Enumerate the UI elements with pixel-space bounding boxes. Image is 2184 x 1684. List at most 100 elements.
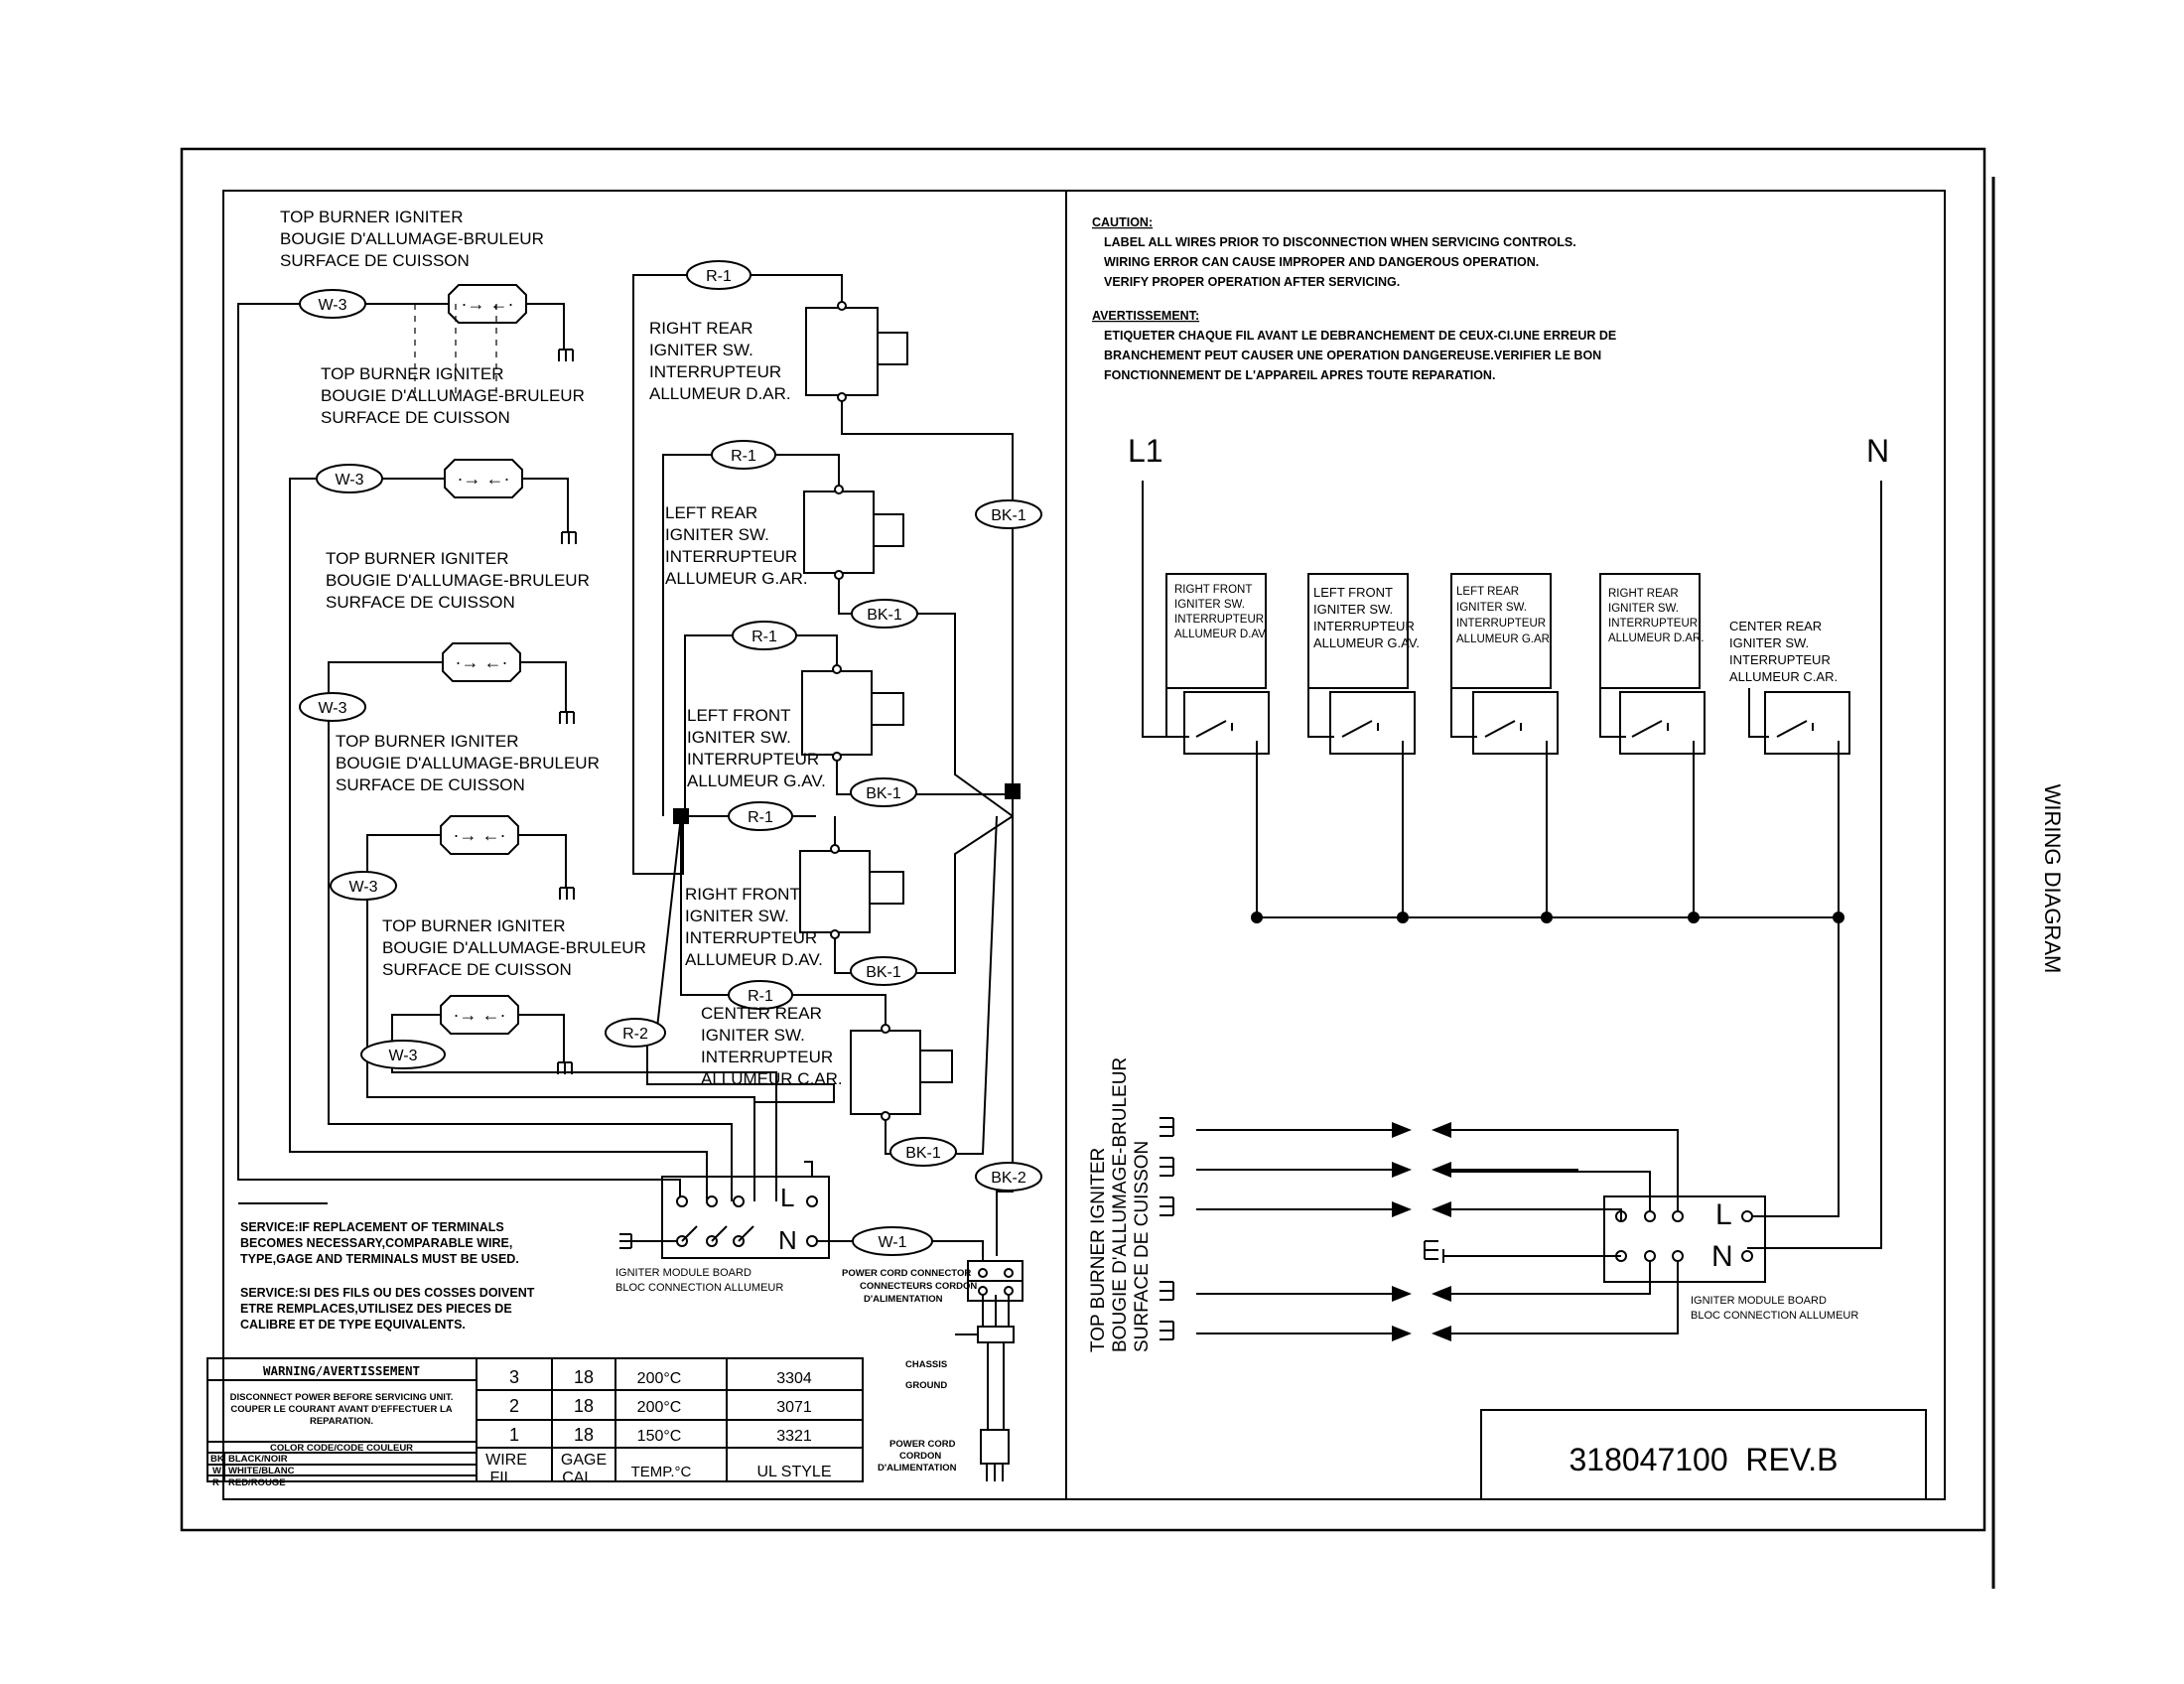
tag-label: W-3 <box>388 1048 417 1064</box>
switch-label: IGNITER SW. <box>685 907 789 925</box>
igniter-label-line: BOUGIE D'ALLUMAGE-BRULEUR <box>382 938 646 957</box>
switch-label: INTERRUPTEUR <box>1174 614 1264 626</box>
power-cord-connector-label: POWER CORD CONNECTOR <box>842 1268 971 1279</box>
switch-label: ALLUMEUR D.AR. <box>1608 632 1705 644</box>
switch-label: IGNITER SW. <box>1729 635 1809 650</box>
switch-label: INTERRUPTEUR <box>1313 619 1415 633</box>
switch-label: RIGHT FRONT <box>1174 584 1252 596</box>
tag-w3-5 <box>360 1040 446 1069</box>
color-code-name: WHITE/BLANC <box>228 1466 295 1476</box>
color-code-name: RED/ROUGE <box>228 1477 286 1488</box>
switch-label: INTERRUPTEUR <box>685 928 817 947</box>
igniter-label-line: SURFACE DE CUISSON <box>382 960 572 979</box>
tag-w3-2 <box>316 464 383 493</box>
tag-r2 <box>605 1018 666 1048</box>
top-burner-igniter-2 <box>444 459 577 544</box>
igniter-label-line: TOP BURNER IGNITER <box>280 208 464 226</box>
switch-label: RIGHT REAR <box>1608 588 1679 600</box>
wire-table-cell: 1 <box>509 1425 519 1445</box>
junction-left <box>673 808 689 824</box>
switch-label: ALLUMEUR G.AV. <box>687 772 826 790</box>
tag-w3-4 <box>330 871 397 901</box>
switch-label: ALLUMEUR C.AR. <box>1729 669 1838 684</box>
caution-line: WIRING ERROR CAN CAUSE IMPROPER AND DANG… <box>1104 255 1539 269</box>
igniter-label-vertical: TOP BURNER IGNITER <box>1088 1148 1109 1352</box>
switch-left-front <box>801 664 904 762</box>
warning-line: COUPER LE COURANT AVANT D'EFFECTUER LA <box>230 1404 452 1415</box>
wire-table-cell: 200°C <box>637 1399 682 1416</box>
switch-label: IGNITER SW. <box>665 525 769 544</box>
module-terminal-l-right: L <box>1715 1198 1732 1231</box>
wire-w3-5 <box>391 1014 777 1201</box>
color-code-name: BLACK/NOIR <box>228 1454 288 1465</box>
warning-title: WARNING/AVERTISSEMENT <box>263 1363 420 1378</box>
tag-bk1-3 <box>850 777 917 807</box>
igniter-label-line: BOUGIE D'ALLUMAGE-BRULEUR <box>321 386 585 405</box>
tag-bk2 <box>975 1162 1042 1192</box>
power-cord-label: CORDON <box>899 1451 941 1462</box>
switch-right-rear <box>805 301 908 402</box>
igniter-label-line: SURFACE DE CUISSON <box>280 251 470 270</box>
igniter-label-line: BOUGIE D'ALLUMAGE-BRULEUR <box>326 571 590 590</box>
supply-l1-label: L1 <box>1128 433 1163 469</box>
wire-table-cell: 18 <box>574 1425 594 1445</box>
wire-n <box>1747 481 1882 1249</box>
module-board-label-right: IGNITER MODULE BOARD <box>1691 1295 1827 1307</box>
svg-text:·→ ←·: ·→ ←· <box>454 825 506 845</box>
switch-label: INTERRUPTEUR <box>1456 618 1546 630</box>
color-code-abbr: BK <box>210 1454 224 1465</box>
supply-n-label: N <box>1866 433 1889 469</box>
tag-label: BK-1 <box>866 964 901 981</box>
switch-label: INTERRUPTEUR <box>1608 618 1698 630</box>
avertissement-title: AVERTISSEMENT: <box>1092 309 1199 323</box>
switch-label: LEFT FRONT <box>1313 585 1393 600</box>
tag-label: BK-1 <box>866 785 901 802</box>
switch-label: LEFT FRONT <box>687 706 791 725</box>
igniter-label-line: TOP BURNER IGNITER <box>336 732 519 751</box>
wire-table-header: WIRE <box>485 1452 527 1469</box>
tag-w3-3 <box>299 692 366 722</box>
wire-table-cell: 3 <box>509 1367 519 1387</box>
module-board-label-right: BLOC CONNECTION ALLUMEUR <box>1691 1310 1858 1322</box>
switch-label: ALLUMEUR D.AV. <box>1174 629 1268 640</box>
ground-symbols-right <box>1160 1117 1438 1340</box>
switch-label: RIGHT FRONT <box>685 885 800 904</box>
power-cord-plug <box>980 1429 1010 1465</box>
caution-line: VERIFY PROPER OPERATION AFTER SERVICING. <box>1104 275 1400 289</box>
module-board-label: BLOC CONNECTION ALLUMEUR <box>615 1282 783 1294</box>
igniter-label-line: TOP BURNER IGNITER <box>382 916 566 935</box>
outer-frame <box>180 147 1986 1532</box>
igniter-label-line: SURFACE DE CUISSON <box>336 775 525 794</box>
top-burner-igniter-3 <box>442 642 575 724</box>
wire-table-cell: 3071 <box>776 1399 812 1416</box>
tag-r1-5 <box>728 980 793 1010</box>
top-burner-igniter-1 <box>448 284 574 361</box>
tag-label: W-3 <box>335 472 363 489</box>
switch-label: IGNITER SW. <box>1608 603 1679 615</box>
tag-bk1-2 <box>851 599 918 629</box>
wire-table-header: CAL. <box>562 1470 598 1486</box>
junction-right <box>1005 783 1021 799</box>
switch-right-front <box>799 844 904 939</box>
igniter-label-line: SURFACE DE CUISSON <box>321 408 510 427</box>
part-number: 318047100 REV.B <box>1569 1442 1838 1477</box>
label-box-left-front <box>1307 573 1409 689</box>
igniter-label-line: BOUGIE D'ALLUMAGE-BRULEUR <box>336 754 600 772</box>
warning-line: REPARATION. <box>310 1416 373 1427</box>
label-box-left-rear <box>1450 573 1552 689</box>
svg-text:·→ ←·: ·→ ←· <box>462 294 514 314</box>
switch-boxes <box>1183 691 1850 755</box>
inner-frame <box>222 190 1946 1500</box>
wire-table-cell: 150°C <box>637 1428 682 1445</box>
igniter-label-line: TOP BURNER IGNITER <box>321 364 504 383</box>
side-title: WIRING DIAGRAM <box>2040 784 2065 974</box>
caution-line: LABEL ALL WIRES PRIOR TO DISCONNECTION W… <box>1104 235 1576 249</box>
tag-label: R-1 <box>748 988 773 1005</box>
igniter-module-board <box>661 1176 830 1259</box>
svg-text:·→ ←·: ·→ ←· <box>458 469 510 489</box>
tag-label: W-3 <box>318 700 346 717</box>
switch-label: CENTER REAR <box>701 1004 822 1023</box>
color-code-abbr: W <box>212 1466 221 1476</box>
switch-label: ALLUMEUR D.AR. <box>649 384 791 403</box>
